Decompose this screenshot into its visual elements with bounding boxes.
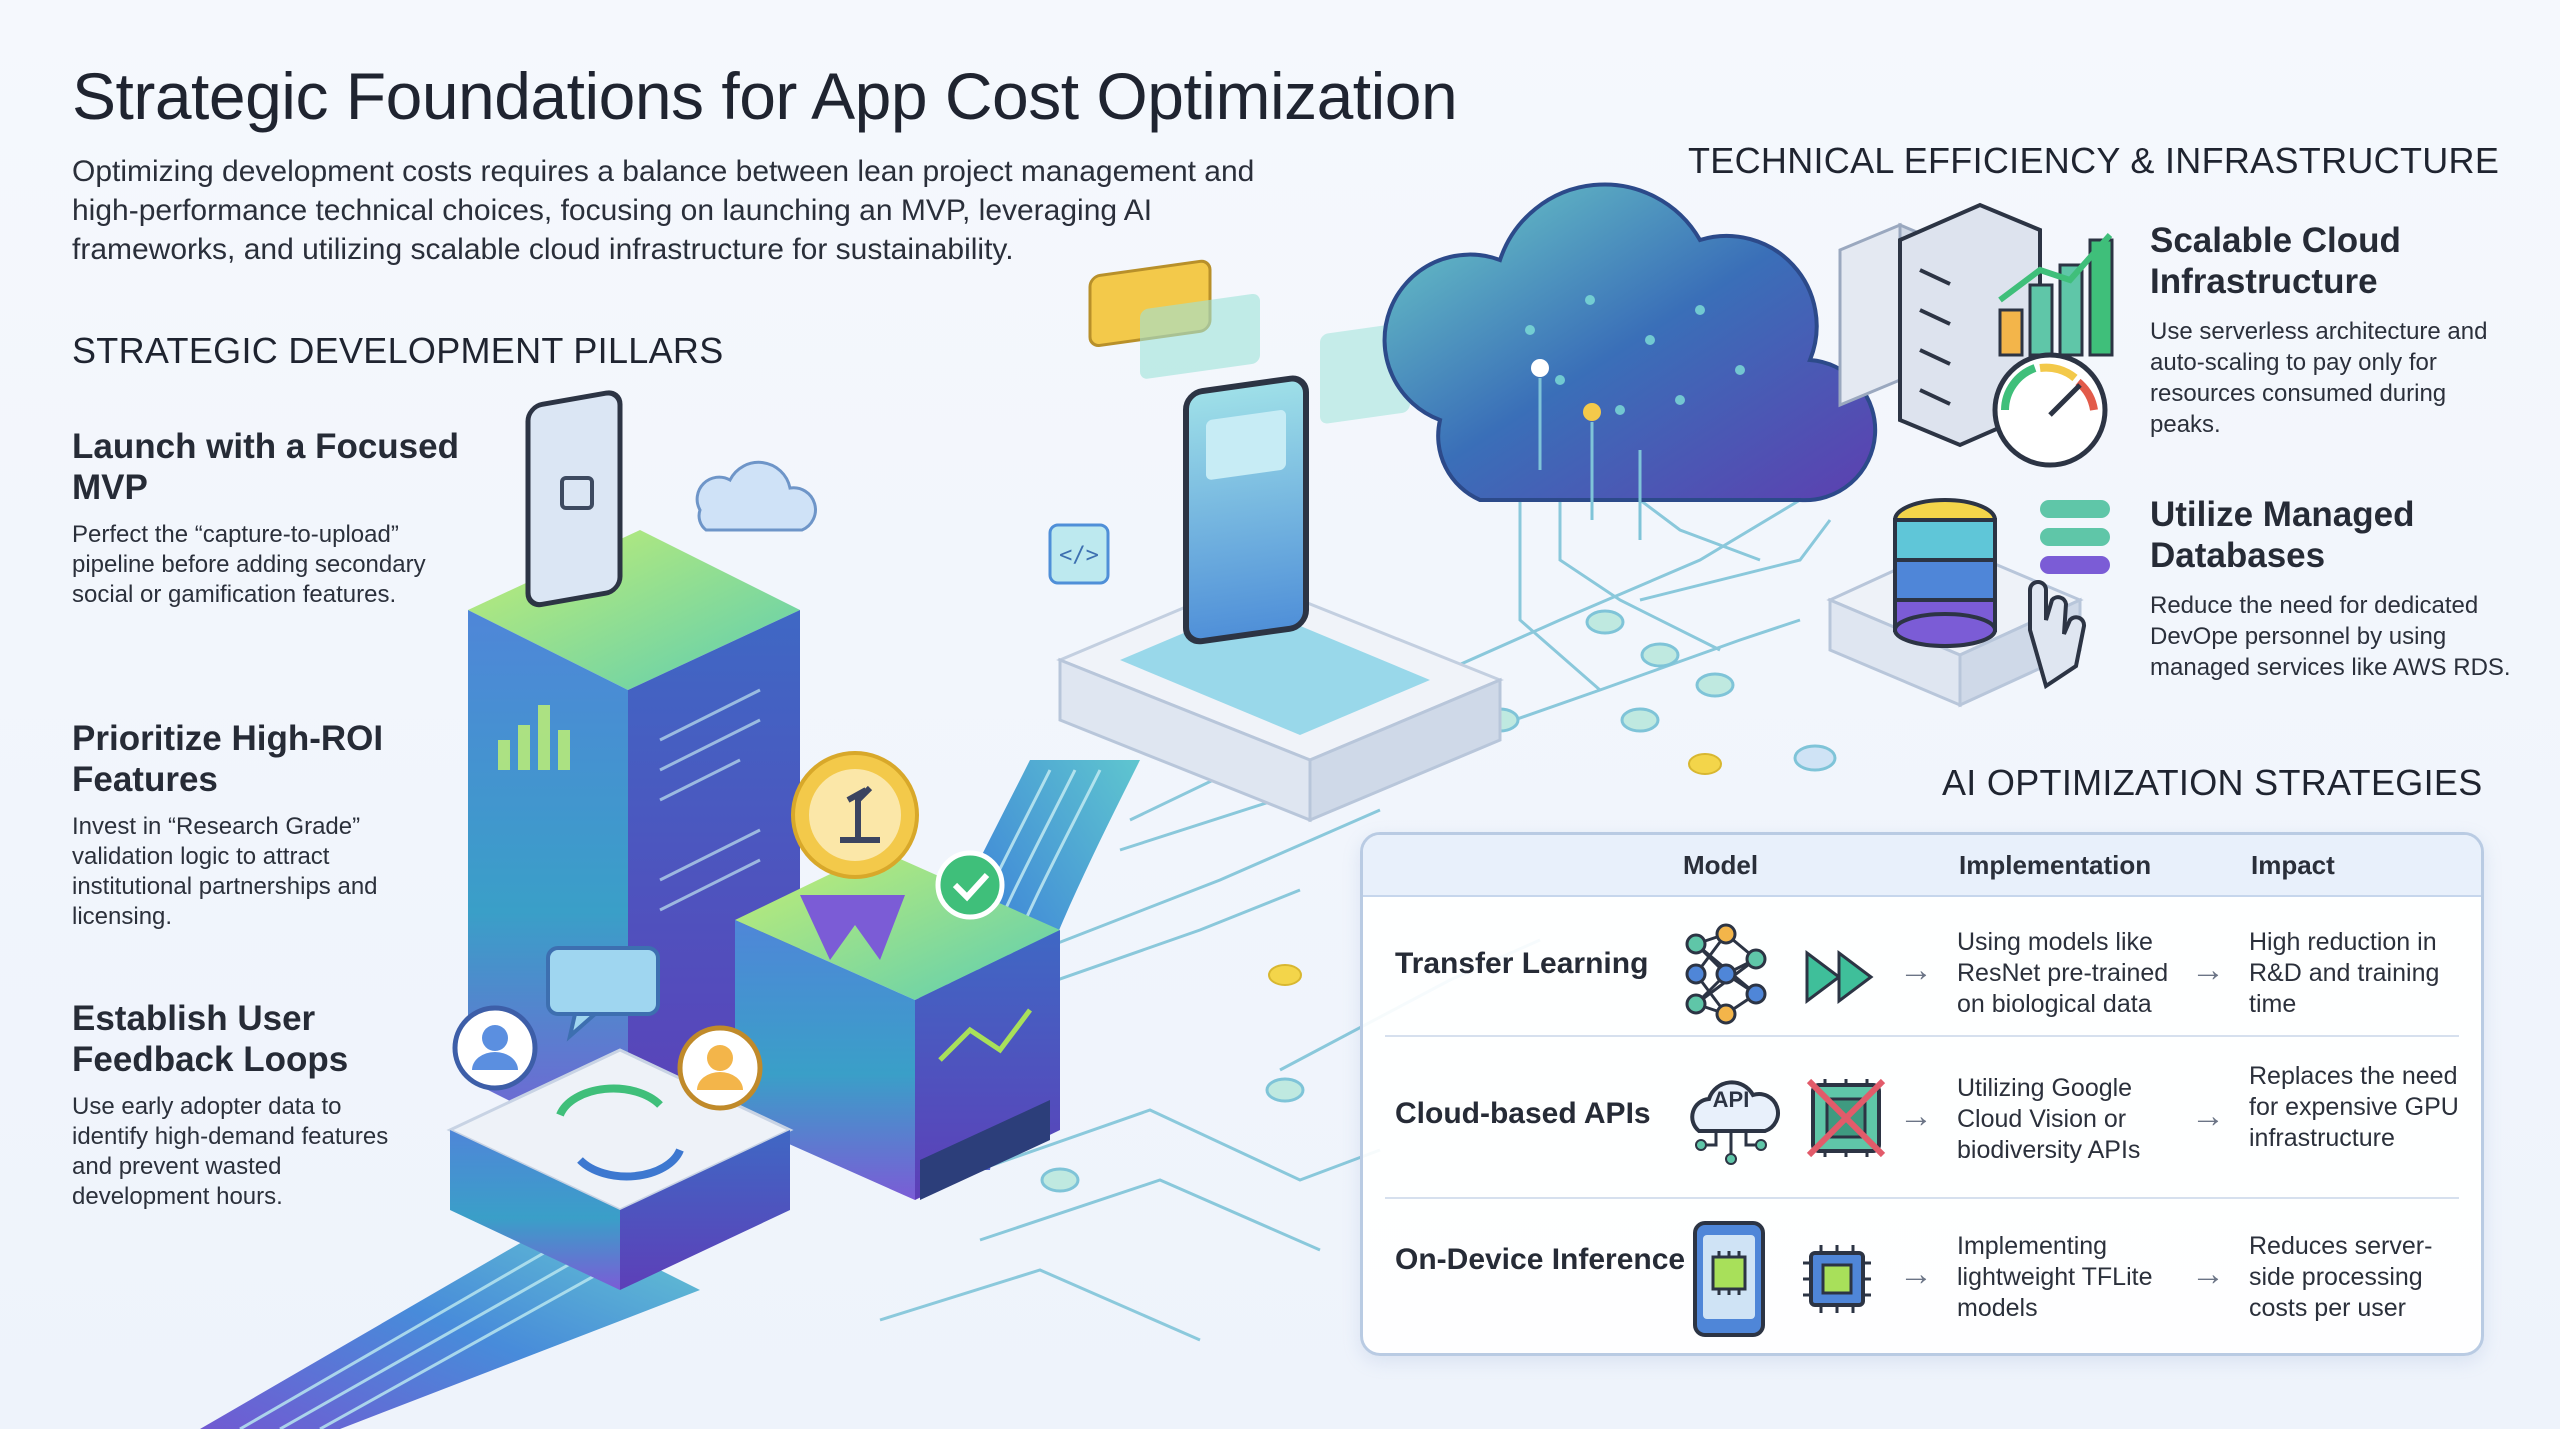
no-gpu-icon [1806,1078,1886,1158]
phone-chip-icon [1693,1221,1765,1337]
table-row: Cloud-based APIs API → Utilizing Google … [1363,1039,2481,1197]
row-impact: Reduces server-side processing costs per… [2249,1232,2433,1322]
column-header-implementation: Implementation [1959,850,2152,880]
chip-icon [1803,1245,1871,1313]
arrow-icon: → [1899,1255,1933,1293]
pillar-roi: Prioritize High-ROI Features Invest in “… [72,718,472,932]
page-title: Strategic Foundations for App Cost Optim… [72,59,1458,133]
row-name: Transfer Learning [1395,947,1649,980]
arrow-icon: → [1899,1097,1933,1135]
pillar-mvp: Launch with a Focused MVP Perfect the “c… [72,426,472,610]
row-implementation: Utilizing Google Cloud Vision or biodive… [1957,1074,2141,1164]
tech-heading: TECHNICAL EFFICIENCY & INFRASTRUCTURE [1688,140,2500,181]
tech-desc: Reduce the need for dedicated DevOpe per… [2150,592,2511,681]
intro-paragraph: Optimizing development costs requires a … [72,155,1255,266]
tech-desc: Use serverless architecture and auto-sca… [2150,318,2488,438]
pillar-feedback: Establish User Feedback Loops Use early … [72,998,472,1212]
row-divider [1385,1197,2459,1199]
api-label: API [1712,1087,1750,1112]
column-header-model: Model [1683,850,1759,880]
row-impact: Replaces the need for expensive GPU infr… [2249,1062,2459,1152]
tech-database: Utilize Managed Databases Reduce the nee… [2150,494,2520,683]
pillar-title: Prioritize High-ROI Features [72,719,384,799]
arrow-icon: → [2191,1255,2225,1293]
row-name: On-Device Inference [1395,1243,1686,1276]
cloud-api-icon [1690,1080,1780,1165]
ai-strategies-table: Model Implementation Impact Transfer Lea… [1360,832,2484,1356]
neural-network-icon [1685,923,1767,1025]
pillar-title: Launch with a Focused MVP [72,427,459,507]
ai-heading: AI OPTIMIZATION STRATEGIES [1942,762,2483,803]
row-impact: High reduction in R&D and training time [2249,928,2440,1018]
column-header-impact: Impact [2251,850,2335,880]
tech-cloud: Scalable Cloud Infrastructure Use server… [2150,220,2520,440]
arrow-icon: → [1899,951,1933,989]
arrow-icon: → [2191,951,2225,989]
table-header [1363,835,2481,897]
tech-title: Utilize Managed Databases [2150,495,2415,575]
pillars-heading: STRATEGIC DEVELOPMENT PILLARS [72,330,724,371]
pillar-desc: Use early adopter data to identify high-… [72,1093,389,1210]
arrow-icon: → [2191,1097,2225,1135]
fast-forward-icon [1805,950,1874,1004]
row-name: Cloud-based APIs [1395,1097,1651,1130]
pillar-title: Establish User Feedback Loops [72,999,349,1079]
table-row: Transfer Learning → Using models like Re… [1363,897,2481,1055]
pillar-desc: Perfect the “capture-to-upload” pipeline… [72,521,426,608]
svg-text:</>: </> [1059,543,1099,568]
row-divider [1385,1035,2459,1037]
tech-title: Scalable Cloud Infrastructure [2150,221,2401,301]
row-implementation: Implementing lightweight TFLite models [1957,1232,2153,1322]
pillar-desc: Invest in “Research Grade” validation lo… [72,813,378,930]
row-implementation: Using models like ResNet pre-trained on … [1957,928,2169,1018]
table-row: On-Device Inference → Implementing light… [1363,1201,2481,1359]
